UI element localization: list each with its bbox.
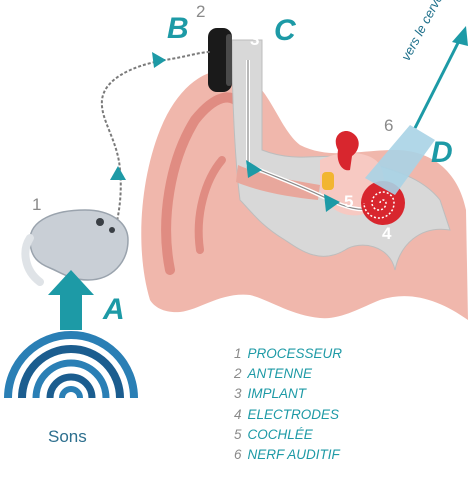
number-3: 3	[250, 30, 259, 50]
number-6: 6	[384, 116, 393, 136]
ossicle	[322, 172, 334, 190]
nerve-arrow-head	[452, 26, 468, 46]
sounds-label: Sons	[48, 427, 87, 447]
processor-button	[96, 218, 104, 226]
number-4: 4	[382, 224, 391, 244]
legend-item: 5COCHLÉE	[234, 425, 342, 445]
legend-item: 1PROCESSEUR	[234, 344, 342, 364]
legend-item: 2ANTENNE	[234, 364, 342, 384]
legend-item: 6NERF AUDITIF	[234, 445, 342, 465]
label-c: C	[274, 14, 296, 48]
label-d: D	[431, 136, 453, 170]
number-2: 2	[196, 2, 205, 22]
legend-item: 4ELECTRODES	[234, 405, 342, 425]
sound-waves	[8, 335, 134, 398]
sound-processor	[30, 210, 128, 280]
label-b: B	[167, 12, 189, 46]
antenna-coil-edge	[226, 34, 232, 86]
legend: 1PROCESSEUR 2ANTENNE 3IMPLANT 4ELECTRODE…	[234, 344, 342, 465]
legend-item: 3IMPLANT	[234, 384, 342, 404]
cable-arrow-lower	[110, 166, 126, 180]
sound-arrow-shaft	[60, 292, 82, 330]
number-1: 1	[32, 195, 41, 215]
nerve-arrow	[415, 35, 462, 128]
label-a: A	[103, 293, 125, 327]
number-5: 5	[344, 192, 353, 212]
cable-arrow-upper	[152, 52, 166, 68]
processor-button-2	[109, 227, 115, 233]
